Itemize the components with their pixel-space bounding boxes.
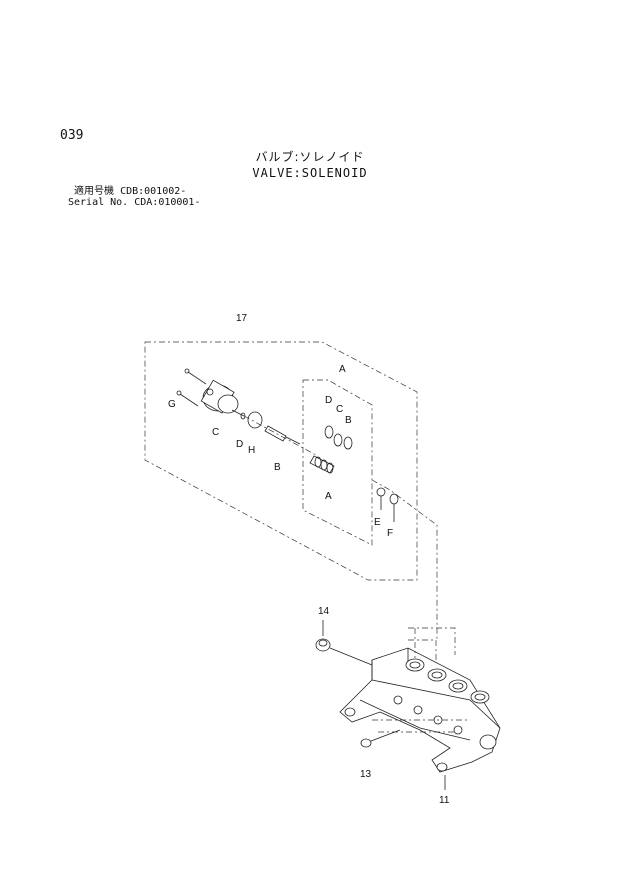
port-guide-lines	[372, 627, 470, 733]
title-english: VALVE:SOLENOID	[252, 166, 368, 180]
page-number: 039	[60, 128, 84, 143]
ring-b-right	[343, 436, 353, 450]
callout-11: 11	[439, 795, 450, 806]
detail-a-boundary	[302, 379, 373, 546]
callout-13: 13	[360, 769, 372, 780]
callout-d-right: D	[325, 395, 332, 406]
callout-g: G	[168, 399, 176, 410]
callout-b-left: B	[274, 462, 281, 473]
serial-row-jp: 適用号機 CDB:001002-	[68, 186, 200, 197]
assembly-17-boundary	[144, 341, 418, 581]
plug-e	[376, 487, 386, 510]
serial-info: 適用号機 CDB:001002- Serial No. CDA:010001-	[68, 186, 200, 208]
callout-c-right: C	[336, 404, 343, 415]
ring-c-right	[333, 433, 343, 447]
serial-row-en: Serial No. CDA:010001-	[68, 197, 200, 208]
callout-14: 14	[318, 606, 330, 617]
serial-value-en: CDA:010001-	[134, 197, 201, 208]
manifold-block-11	[339, 647, 501, 790]
title-japanese: バルブ:ソレノイド	[255, 150, 365, 164]
o-ring-h	[247, 411, 263, 429]
seal-f	[389, 493, 399, 522]
callout-a-top: A	[339, 364, 346, 375]
serial-label-en: Serial No.	[68, 197, 129, 208]
solenoid-stem-b	[264, 425, 301, 445]
ring-d-left	[240, 412, 246, 420]
solenoid-coil	[200, 379, 245, 417]
callout-c-left: C	[212, 427, 219, 438]
callout-h: H	[248, 445, 255, 456]
callout-a-bottom: A	[325, 491, 332, 502]
serial-value-jp: CDB:001002-	[120, 186, 187, 197]
callout-b-right: B	[345, 415, 352, 426]
callout-d-left: D	[236, 439, 243, 450]
plug-13	[360, 729, 401, 748]
valve-spool	[309, 455, 335, 474]
callout-f: F	[387, 528, 393, 539]
callout-e: E	[374, 517, 381, 528]
screws-g	[176, 368, 207, 407]
plug-14	[315, 620, 373, 666]
detail-a-connector	[371, 479, 438, 640]
serial-label-jp: 適用号機	[68, 186, 115, 197]
ring-d-right	[324, 425, 334, 439]
callout-17: 17	[236, 313, 248, 324]
